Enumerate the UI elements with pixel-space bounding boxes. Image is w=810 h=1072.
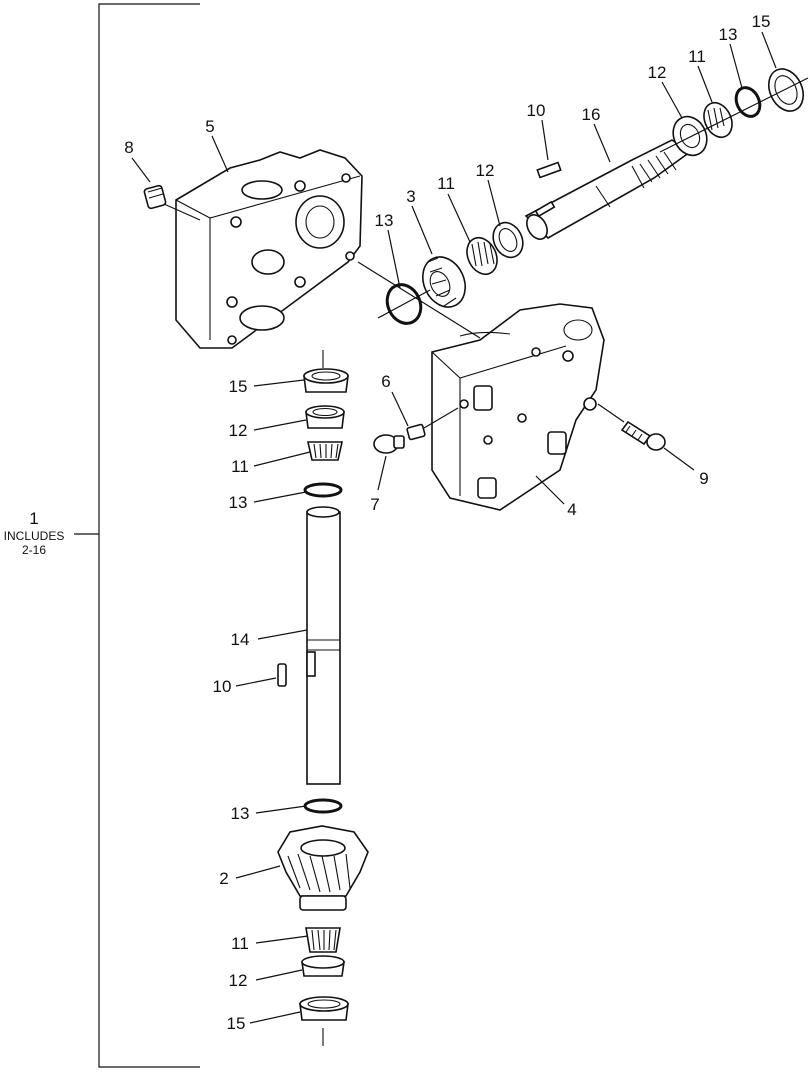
callout-14: 14	[231, 630, 250, 649]
callout-12-upper: 12	[476, 161, 495, 180]
callout-13-vertical-lower: 13	[231, 804, 250, 823]
callout-7: 7	[370, 495, 379, 514]
pipe-plug-part	[143, 184, 201, 221]
callout-labels: 5 8 3 13 11 12 10 16 12 11 13 15 6 7 4 9…	[124, 12, 770, 1033]
housing-cover-part	[175, 149, 363, 349]
callout-leaders	[131, 31, 777, 1024]
lower-cup-12-part	[301, 955, 345, 977]
right-cone-11-part	[703, 101, 733, 139]
gearbox-housing-part	[431, 303, 605, 511]
right-cup-15-part	[767, 68, 805, 112]
assembly-bracket	[74, 3, 200, 1068]
assembly-number: 1	[29, 509, 38, 528]
callout-9: 9	[699, 469, 708, 488]
breather-fitting-part	[406, 407, 459, 441]
callout-16: 16	[582, 105, 601, 124]
assembly-includes-label: INCLUDES	[4, 529, 65, 543]
callout-11-right: 11	[688, 47, 706, 66]
vertical-shaft-14-part	[306, 506, 341, 785]
lower-cup-15-part	[299, 996, 349, 1021]
callout-5: 5	[205, 117, 214, 136]
spiral-bevel-gear-2-part	[277, 825, 369, 911]
callout-12-right: 12	[648, 63, 667, 82]
cap-screw-part	[597, 403, 666, 451]
shaft-axis-line-right	[659, 77, 809, 153]
housing-assembly-line	[357, 261, 481, 339]
vent-cap-part	[373, 434, 405, 454]
upper-cup-12-part	[492, 221, 524, 259]
upper-cup-15-part	[303, 368, 349, 393]
callout-15-right: 15	[752, 12, 771, 31]
bevel-gear-3-part	[422, 256, 466, 308]
callout-13-right: 13	[719, 25, 738, 44]
shaft-axis-line-left	[377, 289, 431, 319]
callout-10-upper: 10	[527, 101, 546, 120]
vertical-cone-11-part	[307, 441, 343, 461]
upper-cone-11-part	[466, 236, 498, 276]
callout-6: 6	[381, 372, 390, 391]
callout-12-vertical-lower: 12	[229, 971, 248, 990]
callout-11-vertical-upper: 11	[231, 457, 249, 476]
callout-15-vertical-upper: 15	[229, 377, 248, 396]
vertical-snap-ring-13-part-upper	[303, 482, 343, 498]
callout-2: 2	[219, 869, 228, 888]
callout-4: 4	[567, 500, 576, 519]
callout-11-upper: 11	[437, 174, 455, 193]
callout-10-vertical: 10	[213, 677, 232, 696]
assembly-range-label: 2-16	[22, 543, 46, 557]
shaft-key-part-lower	[277, 663, 287, 687]
callout-12-vertical-upper: 12	[229, 421, 248, 440]
shaft-key-part-upper	[536, 161, 562, 179]
callout-8: 8	[124, 138, 133, 157]
callout-13-upper: 13	[375, 211, 394, 230]
callout-11-vertical-lower: 11	[231, 934, 249, 953]
callout-15-vertical-lower: 15	[227, 1014, 246, 1033]
lower-cone-11-part	[305, 927, 341, 953]
callout-13-vertical-upper: 13	[229, 493, 248, 512]
right-snap-ring-13-part	[734, 86, 762, 118]
callout-3: 3	[406, 187, 415, 206]
vertical-cup-12-part	[305, 405, 345, 429]
vertical-snap-ring-13-part-lower	[303, 798, 343, 814]
